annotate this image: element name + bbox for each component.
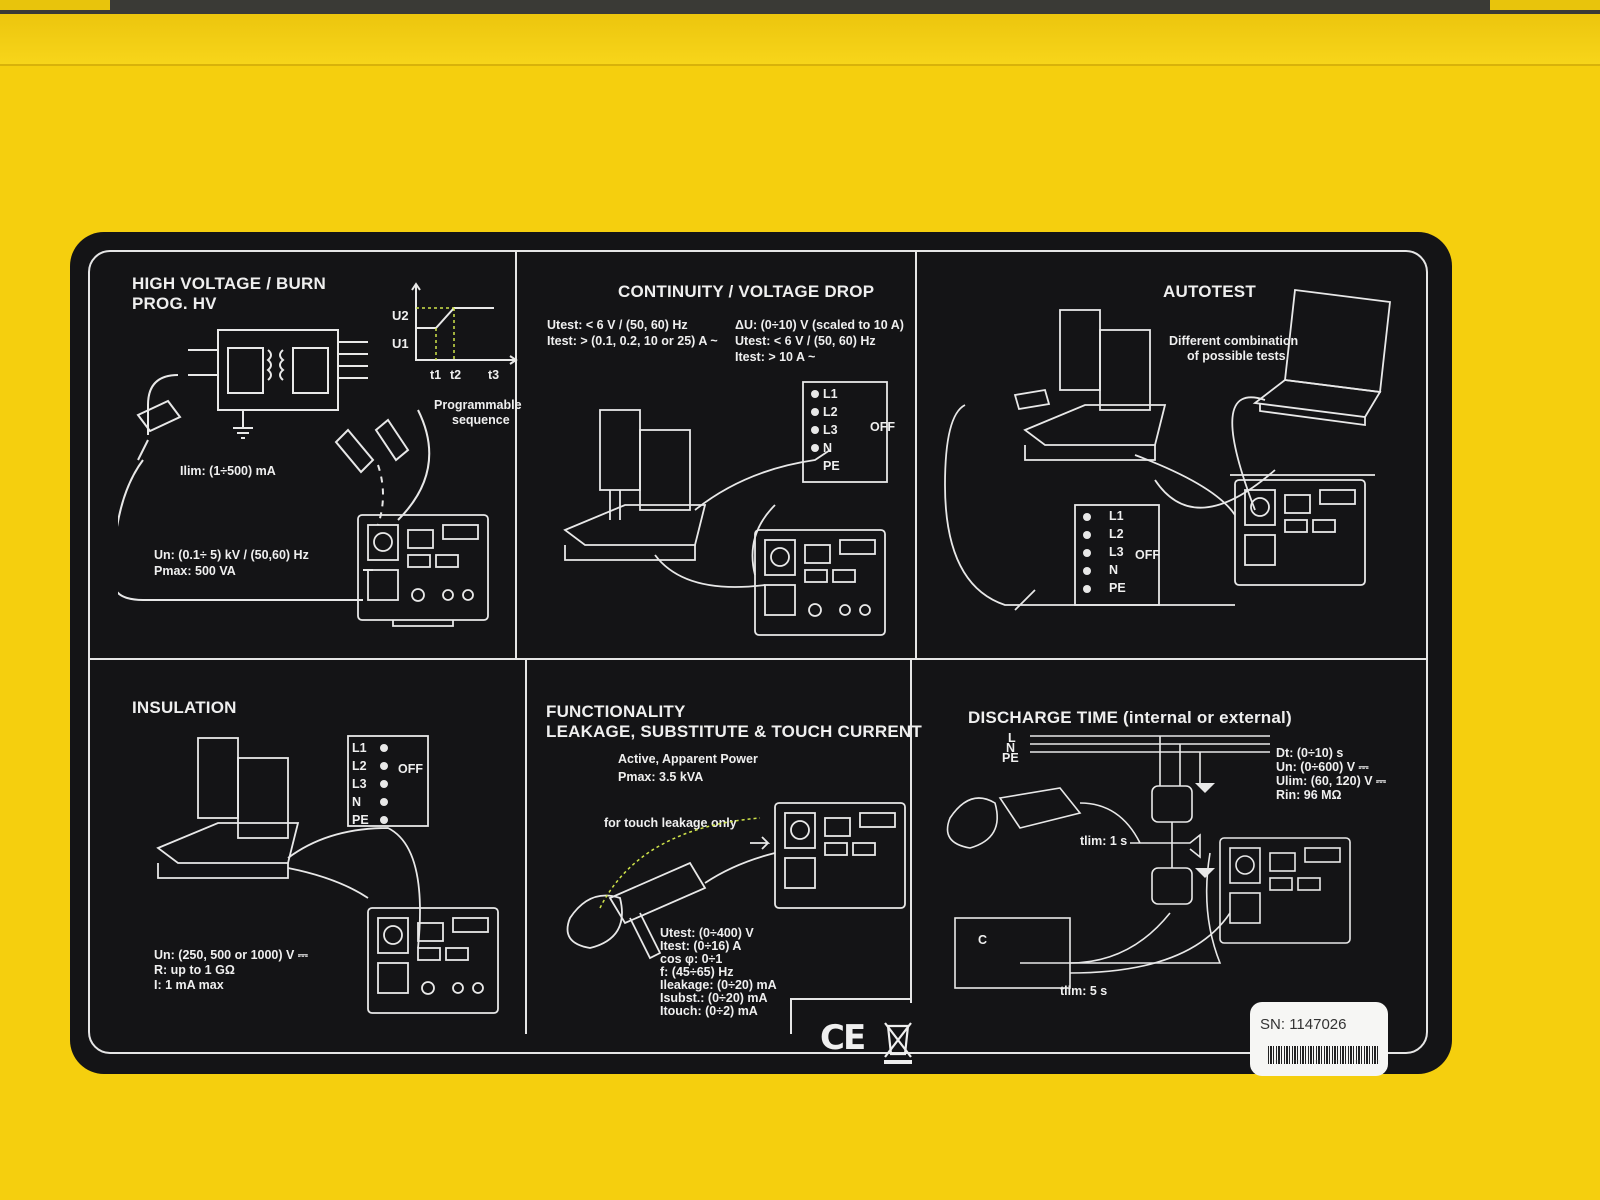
discharge-spec-ulim: Ulim: (60, 120) V ⎓	[1276, 774, 1387, 788]
discharge-spec-rin: Rin: 96 MΩ	[1276, 788, 1342, 802]
divider-v4	[910, 658, 912, 1003]
discharge-tlim-1s: tlim: 1 s	[1080, 834, 1128, 848]
discharge-spec-un: Un: (0÷600) V ⎓	[1276, 760, 1369, 774]
discharge-title: DISCHARGE TIME (internal or external)	[968, 708, 1292, 727]
ce-mark: CE	[820, 1018, 866, 1058]
insulation-illustration	[156, 735, 499, 1014]
continuity-terminal-l1: L1	[823, 387, 838, 401]
continuity-terminal-l3: L3	[823, 423, 838, 437]
insulation-terminal-l2: L2	[352, 759, 367, 773]
divider-notch-v	[790, 998, 792, 1034]
insulation-off-label: OFF	[398, 762, 423, 776]
continuity-spec-1: Utest: < 6 V / (50, 60) Hz	[547, 318, 688, 332]
serial-barcode	[1268, 1046, 1380, 1064]
hv-spec-un: Un: (0.1÷ 5) kV / (50,60) Hz	[154, 548, 309, 562]
lid-latch-left	[0, 0, 110, 10]
hv-spec-pmax: Pmax: 500 VA	[154, 564, 236, 578]
section-autotest: AUTOTEST Different combination of possib…	[925, 250, 1425, 660]
continuity-terminal-n: N	[823, 441, 833, 455]
discharge-line-n: N	[1006, 741, 1016, 755]
divider-h	[88, 658, 1426, 660]
functionality-spec-isubst: Isubst.: (0÷20) mA	[660, 991, 768, 1005]
discharge-line-l: L	[1008, 731, 1016, 745]
serial-number-text: SN: 1147026	[1260, 1016, 1346, 1033]
hv-transformer-illustration	[118, 329, 489, 627]
continuity-spec-4: Utest: < 6 V / (50, 60) Hz	[735, 334, 876, 348]
insulation-terminal-l1: L1	[352, 741, 367, 755]
section-insulation: INSULATION L1 L2 L3 N PE OFF Un: (250, 5…	[88, 678, 528, 1048]
divider-v2	[915, 250, 917, 660]
hv-note-programmable: Programmable	[434, 398, 522, 412]
functionality-pmax: Pmax: 3.5 kVA	[618, 770, 704, 784]
hv-graph-u2: U2	[392, 308, 409, 323]
serial-prefix: SN:	[1260, 1016, 1286, 1033]
insulation-terminal-n: N	[352, 795, 362, 809]
functionality-active-power: Active, Apparent Power	[618, 752, 758, 766]
autotest-illustration	[944, 288, 1391, 611]
continuity-terminal-l2: L2	[823, 405, 838, 419]
functionality-title: FUNCTIONALITY	[546, 702, 686, 721]
autotest-terminal-l3: L3	[1109, 545, 1124, 559]
continuity-title: CONTINUITY / VOLTAGE DROP	[618, 282, 875, 301]
autotest-off-label: OFF	[1135, 548, 1160, 562]
continuity-spec-5: Itest: > 10 A ~	[735, 350, 816, 364]
weee-bin-icon	[884, 1022, 912, 1064]
instruction-panel	[70, 232, 1452, 1074]
serial-number-label: SN: 1147026	[1250, 1002, 1388, 1076]
lid-rail	[0, 0, 1600, 14]
continuity-off-label: OFF	[870, 420, 895, 434]
hv-graph-u1: U1	[392, 336, 409, 351]
divider-v1	[515, 250, 517, 660]
divider-v3	[525, 658, 527, 1034]
discharge-tlim-5s: tlim: 5 s	[1060, 984, 1108, 998]
discharge-capacitor-label: C	[978, 933, 988, 947]
continuity-spec-3: ΔU: (0÷10) V (scaled to 10 A)	[735, 318, 904, 332]
functionality-spec-itest: Itest: (0÷16) A	[660, 939, 742, 953]
functionality-spec-f: f: (45÷65) Hz	[660, 965, 734, 979]
functionality-illustration	[566, 802, 906, 960]
panel-frame	[88, 250, 1428, 1054]
serial-value: 1147026	[1289, 1016, 1347, 1033]
continuity-terminal-pe: PE	[823, 459, 840, 473]
hv-subtitle: PROG. HV	[132, 294, 217, 313]
autotest-note-1: Different combination	[1169, 334, 1299, 348]
lid-latch-right	[1490, 0, 1600, 10]
functionality-touch-note: for touch leakage only	[604, 816, 737, 830]
functionality-spec-cos: cos φ: 0÷1	[660, 952, 723, 966]
discharge-illustration	[946, 735, 1351, 989]
functionality-spec-utest: Utest: (0÷400) V	[660, 926, 754, 940]
divider-notch	[790, 998, 912, 1000]
autotest-title: AUTOTEST	[1163, 282, 1256, 301]
autotest-note-2: of possible tests	[1187, 349, 1286, 363]
insulation-terminal-l3: L3	[352, 777, 367, 791]
autotest-terminal-pe: PE	[1109, 581, 1126, 595]
hv-note-sequence: sequence	[452, 413, 510, 427]
hv-voltage-graph	[411, 282, 518, 365]
discharge-line-pe: PE	[1002, 751, 1019, 765]
insulation-terminal-pe: PE	[352, 813, 369, 827]
section-high-voltage: HIGH VOLTAGE / BURN PROG. HV	[88, 250, 522, 660]
hv-graph-t2: t2	[450, 368, 462, 382]
case-lid-edge	[0, 0, 1600, 66]
insulation-title: INSULATION	[132, 698, 237, 717]
functionality-spec-itouch: Itouch: (0÷2) mA	[660, 1004, 758, 1018]
insulation-spec-r: R: up to 1 GΩ	[154, 963, 235, 977]
functionality-subtitle: LEAKAGE, SUBSTITUTE & TOUCH CURRENT	[546, 722, 922, 741]
functionality-spec-ileakage: Ileakage: (0÷20) mA	[660, 978, 777, 992]
hv-title: HIGH VOLTAGE / BURN	[132, 274, 326, 293]
insulation-spec-un: Un: (250, 500 or 1000) V ⎓	[154, 948, 308, 962]
discharge-spec-dt: Dt: (0÷10) s	[1276, 746, 1344, 760]
autotest-terminal-l1: L1	[1109, 509, 1124, 523]
continuity-spec-2: Itest: > (0.1, 0.2, 10 or 25) A ~	[547, 334, 718, 348]
continuity-illustration	[563, 381, 888, 636]
section-functionality: FUNCTIONALITY LEAKAGE, SUBSTITUTE & TOUC…	[530, 678, 922, 1048]
insulation-spec-i: I: 1 mA max	[154, 978, 224, 992]
autotest-terminal-l2: L2	[1109, 527, 1124, 541]
section-continuity: CONTINUITY / VOLTAGE DROP Utest: < 6 V /…	[525, 250, 925, 660]
hv-spec-ilim: Ilim: (1÷500) mA	[180, 464, 276, 478]
hv-graph-t1: t1	[430, 368, 442, 382]
autotest-terminal-n: N	[1109, 563, 1119, 577]
hv-graph-t3: t3	[488, 368, 500, 382]
section-discharge-time: DISCHARGE TIME (internal or external) L …	[920, 678, 1420, 1018]
